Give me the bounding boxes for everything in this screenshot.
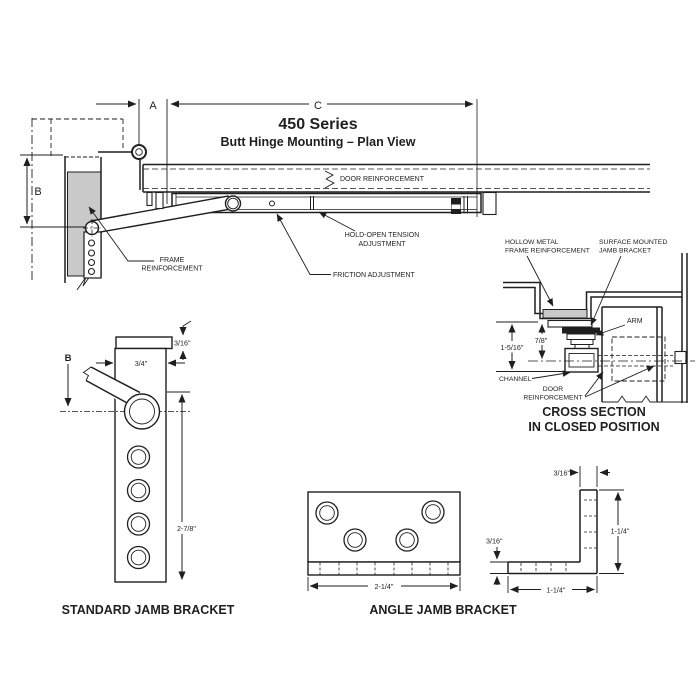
- dimension-b: B: [20, 154, 85, 228]
- channel-label: CHANNEL: [499, 376, 532, 383]
- dim-2-1-4: 2-1/4": [307, 577, 461, 592]
- dim-3-16-top-label: 3/16": [553, 469, 570, 478]
- dim-3-16-left-label: 3/16": [486, 537, 503, 546]
- closer-arm: [90, 195, 242, 234]
- dim-3-16-top: 3/16": [553, 466, 610, 487]
- dim-1-1-4-horizontal-label: 1-1/4": [547, 586, 566, 595]
- surface-jamb-bracket-fill: [562, 327, 600, 334]
- dim-1-5-16: 1-5/16": [501, 343, 524, 352]
- hold-open-label-1: HOLD-OPEN TENSION: [345, 232, 420, 239]
- bracket-arm: [82, 366, 161, 430]
- hold-open-label-2: ADJUSTMENT: [358, 241, 406, 248]
- bracket-holes: [126, 445, 151, 570]
- dim-2-7-8-label: 2-7/8": [177, 524, 196, 533]
- dim-1-1-4-vertical-label: 1-1/4": [611, 527, 630, 536]
- door-reinforcement-section-label-1: DOOR: [543, 386, 563, 393]
- break-line: [76, 271, 94, 291]
- frame-reinforcement-label-1: FRAME: [160, 257, 185, 264]
- channel-internals: [269, 99, 497, 217]
- hollow-metal-label-2: FRAME REINFORCEMENT: [505, 248, 590, 255]
- dim-1-1-4-vertical: 1-1/4": [599, 489, 634, 574]
- dim-3-16-left: 3/16": [486, 537, 508, 585]
- hollow-metal-reinforcement-fill: [542, 309, 588, 319]
- dim-2-7-8: 2-7/8": [167, 391, 201, 580]
- bracket-flange: [115, 336, 173, 350]
- return-tick-marks: [319, 562, 449, 575]
- door-plan: [142, 163, 650, 193]
- dim-c-label: C: [314, 100, 322, 112]
- plan-title: 450 Series: [278, 116, 357, 133]
- dim-2-1-4-label: 2-1/4": [375, 582, 394, 591]
- arm-label: ARM: [627, 318, 643, 325]
- butt-hinge: [98, 144, 147, 190]
- jamb-bracket-plan: [83, 219, 102, 279]
- angle-bracket-caption: ANGLE JAMB BRACKET: [369, 603, 517, 617]
- cross-section-title-2: IN CLOSED POSITION: [528, 420, 659, 434]
- end-bracket: [482, 191, 497, 216]
- frame-reinforcement-label-2: REINFORCEMENT: [141, 266, 203, 273]
- door-section: [598, 306, 687, 403]
- dim-3-16-label: 3/16": [174, 339, 191, 348]
- dim-3-4: 3/4": [96, 359, 185, 368]
- door-reinforcement-section-label-2: REINFORCEMENT: [523, 395, 582, 402]
- friction-label: FRICTION ADJUSTMENT: [333, 272, 415, 279]
- door-break-line: [602, 395, 687, 403]
- dim-3-4-label: 3/4": [135, 359, 148, 368]
- angle-bracket-return: [307, 561, 461, 576]
- frame-profile: [503, 253, 688, 403]
- dim-b-bracket-label: B: [65, 353, 72, 364]
- dim-1-1-4-horizontal: 1-1/4": [507, 576, 598, 595]
- frame-plan: [31, 118, 124, 291]
- angle-bracket-profile: 3/16" 1-1/4" 1-1/4" 3/16": [486, 466, 634, 595]
- plan-labels: DOOR REINFORCEMENT HOLD-OPEN TENSION ADJ…: [88, 170, 425, 279]
- plan-subtitle: Butt Hinge Mounting – Plan View: [221, 135, 416, 149]
- door-reinforcement-dashed: [611, 336, 666, 382]
- dim-3-16-standard: 3/16": [174, 320, 192, 360]
- dimension-a: A: [96, 99, 157, 145]
- standard-bracket-caption: STANDARD JAMB BRACKET: [62, 603, 235, 617]
- dim-7-8: 7/8": [535, 336, 548, 345]
- angle-bracket-holes: [315, 500, 445, 552]
- plan-view: A C 450 Series Butt Hinge Mounting – Pla…: [20, 99, 650, 291]
- surface-mounted-label-2: JAMB BRACKET: [599, 248, 651, 255]
- angle-jamb-bracket: 2-1/4" ANGLE JAMB BRACKET: [307, 491, 517, 617]
- profile-tick-marks: [520, 499, 596, 573]
- friction-screw: [269, 200, 275, 207]
- bracket-arm-channel-section: [528, 319, 695, 373]
- hollow-metal-label-1: HOLLOW METAL: [505, 239, 559, 246]
- surface-mounted-label-1: SURFACE MOUNTED: [599, 239, 667, 246]
- cross-section-dims: 1-5/16" 7/8": [494, 321, 565, 372]
- arm-break-line: [82, 366, 92, 381]
- door-reinforcement-arrow-icon: [324, 170, 335, 189]
- cross-section-title-1: CROSS SECTION: [542, 405, 646, 419]
- dim-b-label: B: [34, 186, 41, 198]
- cross-section: 1-5/16" 7/8" HOLLOW METAL FRAME REINFORC…: [494, 239, 695, 434]
- door-reinforcement-label: DOOR REINFORCEMENT: [340, 176, 425, 183]
- standard-jamb-bracket: 3/16" 3/4" B: [60, 320, 235, 617]
- dim-a-label: A: [149, 100, 157, 112]
- hinge-barrel: [131, 144, 147, 160]
- cross-section-labels: HOLLOW METAL FRAME REINFORCEMENT SURFACE…: [499, 239, 667, 402]
- channel-section: [564, 347, 599, 373]
- arm-shoe: [146, 191, 164, 210]
- dimension-c: C: [166, 99, 474, 204]
